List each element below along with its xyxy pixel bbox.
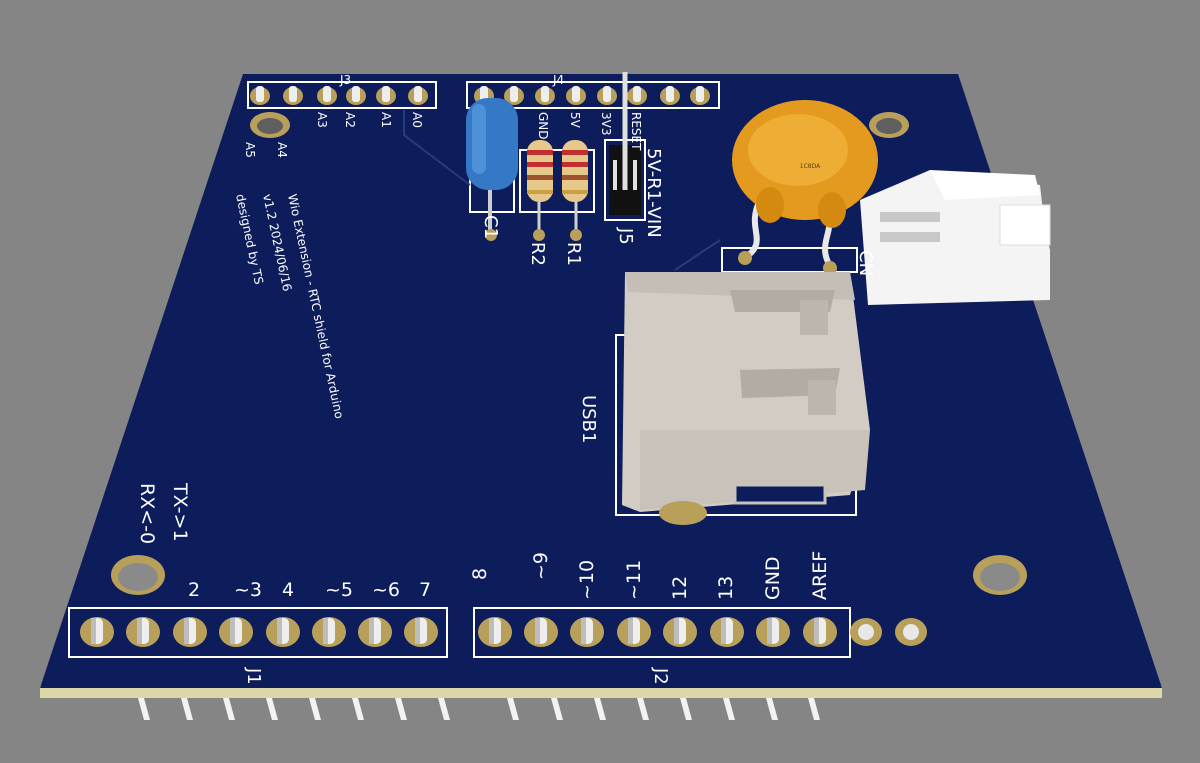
header-pin-leg: [138, 698, 150, 720]
j3-ref: J3: [339, 73, 351, 87]
header-pin-leg: [181, 698, 193, 720]
j3-pin: [376, 86, 396, 105]
j5-ref: J5: [615, 227, 636, 245]
j4-pin: [597, 86, 617, 105]
j2-pin: [617, 617, 651, 647]
j5-jumper: [609, 72, 641, 215]
j2-label-9: ~9: [530, 552, 552, 580]
serial-tx-label: TX->1: [169, 482, 191, 542]
j5-jumper-label: 5V-R1-VIN: [643, 148, 664, 238]
c1-ref: C1: [480, 215, 501, 239]
j2-label-11: ~11: [623, 560, 645, 600]
j2-label-8: 8: [469, 568, 491, 580]
header-pin-leg: [309, 698, 321, 720]
j2-pin: [756, 617, 790, 647]
j2-pin: [570, 617, 604, 647]
j2-label-12: 12: [669, 576, 691, 600]
j1-label-2: 2: [188, 579, 200, 601]
j2-label-gnd: GND: [762, 556, 784, 600]
header-pin-leg: [266, 698, 278, 720]
j2-pin: [803, 617, 837, 647]
j1-label-7: 7: [419, 579, 431, 601]
mounting-holes: [111, 112, 1027, 595]
j4-label-5v: 5V: [568, 112, 582, 129]
r1-ref: R1: [563, 242, 584, 266]
cn-connector: [860, 170, 1051, 305]
header-pin-leg: [438, 698, 450, 720]
j4-pin: [535, 86, 555, 105]
j3-header: [247, 81, 437, 109]
j3-pin: [408, 86, 428, 105]
j1-label-4: 4: [282, 579, 294, 601]
j1-pin: [173, 617, 207, 647]
j1-pin: [358, 617, 392, 647]
pcb-edge: [40, 686, 1162, 698]
usb1-ref: USB1: [578, 395, 599, 443]
header-pin-leg: [808, 698, 820, 720]
j2-label-10: ~10: [576, 560, 598, 600]
bottom-pins: [138, 698, 820, 720]
j4-ref: J4: [552, 73, 564, 87]
j2-label-13: 13: [715, 576, 737, 600]
usb-connector: [622, 272, 870, 525]
header-pin-leg: [395, 698, 407, 720]
j1-pin: [80, 617, 114, 647]
j3-pin: [317, 86, 337, 105]
header-pin-leg: [637, 698, 649, 720]
j3-pin: [346, 86, 366, 105]
j4-pin: [504, 86, 524, 105]
j1-header: [68, 607, 448, 658]
r2-ref: R2: [527, 242, 548, 266]
j1-ref: J1: [243, 667, 264, 685]
resistors: [527, 140, 588, 241]
header-pin-leg: [766, 698, 778, 720]
header-pin-leg: [551, 698, 563, 720]
j2-pin: [663, 617, 697, 647]
j2-ref: J2: [650, 667, 671, 685]
j3-pin: [283, 86, 303, 105]
cap-marking: 1C8DA: [800, 163, 821, 170]
j1-pin: [126, 617, 160, 647]
j4-pin: [690, 86, 710, 105]
j1-label-6: ~6: [372, 579, 400, 601]
j2-pin: [524, 617, 558, 647]
j2-label-aref: AREF: [809, 551, 831, 600]
j3-pin: [250, 86, 270, 105]
header-pin-leg: [507, 698, 519, 720]
j2-pin: [478, 617, 512, 647]
c1-capacitor: [466, 98, 518, 241]
header-pin-leg: [723, 698, 735, 720]
j3-label-a2: A2: [343, 112, 357, 128]
header-pin-leg: [680, 698, 692, 720]
j4-pin: [627, 86, 647, 105]
j1-label-3: ~3: [234, 579, 262, 601]
j3-label-a5: A5: [243, 142, 257, 158]
header-pin-leg: [223, 698, 235, 720]
j3-label-a3: A3: [315, 112, 329, 128]
j4-pin: [660, 86, 680, 105]
j4-label-reset: RESET: [629, 112, 643, 151]
orange-capacitor: 1C8DA: [732, 100, 878, 275]
serial-rx-label: RX<-0: [136, 483, 158, 544]
j3-label-a0: A0: [410, 112, 424, 128]
header-pin-leg: [594, 698, 606, 720]
j2-header: [473, 607, 927, 658]
j1-pin: [312, 617, 346, 647]
cn-ref: CN: [855, 250, 876, 276]
j4-pin: [566, 86, 586, 105]
j1-label-5: ~5: [325, 579, 353, 601]
j2-pin: [710, 617, 744, 647]
j1-pin: [219, 617, 253, 647]
j4-label-3v3: 3V3: [599, 112, 613, 135]
j3-label-a4: A4: [275, 142, 289, 158]
j1-pin: [404, 617, 438, 647]
pcb-board: [40, 74, 1162, 688]
header-pin-leg: [352, 698, 364, 720]
j4-label-gnd: GND: [536, 112, 550, 140]
j1-pin: [266, 617, 300, 647]
j3-label-a1: A1: [379, 112, 393, 128]
